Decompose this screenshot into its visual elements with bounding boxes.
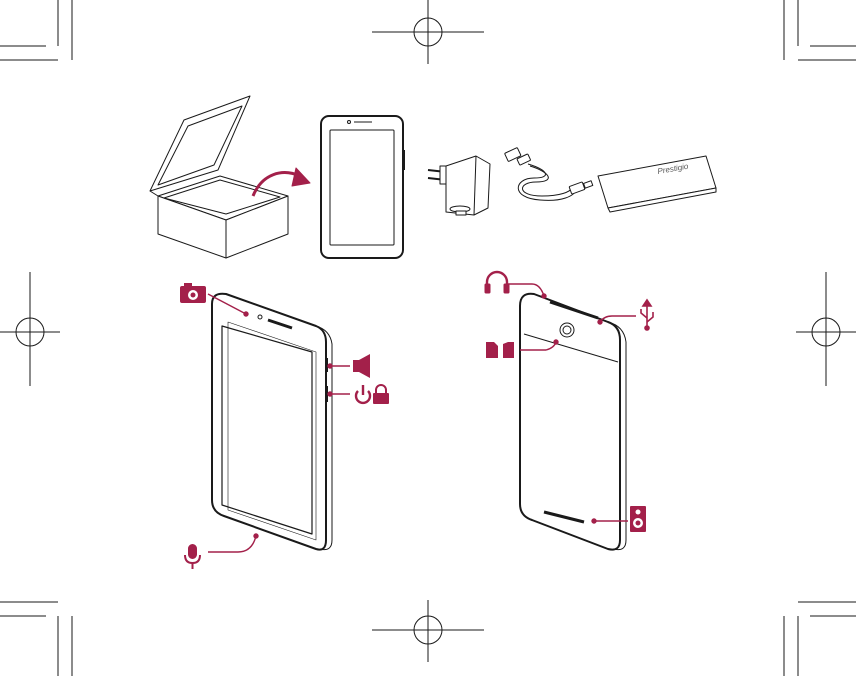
headphones-icon bbox=[485, 272, 509, 293]
charger-icon bbox=[428, 156, 490, 215]
usb-cable-icon bbox=[505, 148, 593, 201]
loudspeaker-icon bbox=[630, 506, 646, 532]
sim-sd-icon bbox=[486, 342, 514, 358]
power-icon bbox=[356, 385, 370, 403]
package-contents: Prestigio bbox=[150, 96, 716, 258]
tablet-front-icon bbox=[321, 116, 404, 258]
lock-icon bbox=[373, 385, 389, 404]
tablet-front-view bbox=[212, 294, 332, 550]
speaker-icon bbox=[353, 354, 370, 378]
arrow-head-icon bbox=[292, 168, 310, 186]
registration-marks bbox=[0, 0, 856, 662]
manual-booklet-icon: Prestigio bbox=[598, 156, 716, 212]
usb-icon bbox=[641, 300, 653, 330]
microphone-icon bbox=[185, 545, 200, 569]
tablet-back-view bbox=[520, 294, 626, 550]
camera-icon bbox=[180, 283, 206, 303]
